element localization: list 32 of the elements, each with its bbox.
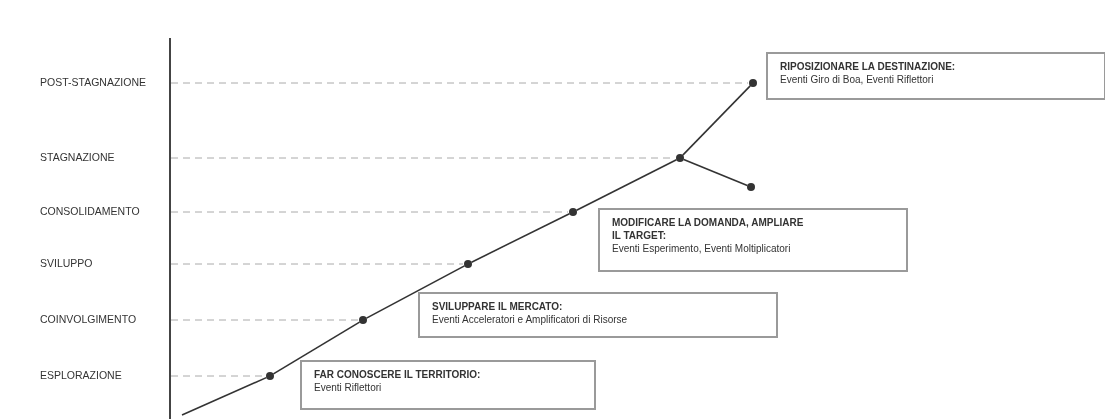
box-heading: RIPOSIZIONARE LA DESTINAZIONE:: [780, 60, 957, 73]
stage-label: ESPLORAZIONE: [40, 369, 122, 381]
stage-box: [300, 360, 596, 410]
box-heading: FAR CONOSCERE IL TERRITORIO:: [314, 368, 482, 381]
stage-label: POST-STAGNAZIONE: [40, 76, 146, 88]
curve-point: [266, 372, 274, 380]
stage-label: COINVOLGIMENTO: [40, 313, 137, 325]
box-text: Eventi Acceleratori e Amplificatori di Risorse: [432, 313, 629, 326]
curve-segment: [181, 376, 268, 416]
box-heading: SVILUPPARE IL MERCATO:: [432, 300, 564, 313]
curve-segment: [575, 159, 678, 211]
curve-point: [747, 183, 755, 191]
curve-segment: [682, 158, 749, 187]
box-text: Eventi Giro di Boa, Eventi Riflettori: [780, 73, 935, 86]
curve-segment: [365, 265, 466, 319]
curve-segment: [272, 321, 361, 375]
curve-point: [749, 79, 757, 87]
curve-segment: [682, 85, 751, 156]
stage-box: [766, 52, 1105, 100]
stage-label: STAGNAZIONE: [40, 151, 115, 163]
box-text: Eventi Riflettori: [314, 381, 383, 394]
curve-segment: [470, 213, 571, 264]
stage-label: SVILUPPO: [40, 257, 93, 269]
curve-point: [569, 208, 577, 216]
curve-point: [464, 260, 472, 268]
stage-box: [418, 292, 778, 338]
curve-point: [359, 316, 367, 324]
curve-point: [676, 154, 684, 162]
box-text: Eventi Esperimento, Eventi Moltiplicatori: [612, 242, 792, 255]
stage-box: [598, 208, 908, 272]
box-heading: MODIFICARE LA DOMANDA, AMPLIARE IL TARGET:: [612, 216, 805, 242]
stage-label: CONSOLIDAMENTO: [40, 205, 140, 217]
